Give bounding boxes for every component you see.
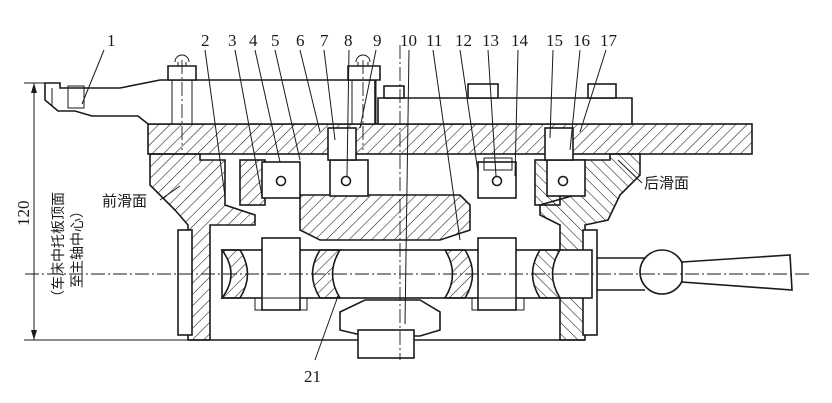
part-labels: 1 2 3 4 5 6 7 8 9 10 11 12 13 14 15 16 1… xyxy=(107,31,618,386)
housing-body xyxy=(44,79,753,341)
bottom-nut xyxy=(339,45,441,360)
part-label-4: 4 xyxy=(249,31,258,50)
part-label-13: 13 xyxy=(482,31,499,50)
part-label-7: 7 xyxy=(320,31,329,50)
part-label-3: 3 xyxy=(228,31,237,50)
eccentric-blocks xyxy=(261,127,586,199)
handle-lever xyxy=(597,249,793,295)
part-label-15: 15 xyxy=(546,31,563,50)
part-label-2: 2 xyxy=(201,31,210,50)
part-label-14: 14 xyxy=(511,31,529,50)
dimension-note-line1: （车床中托板顶面 xyxy=(50,192,67,304)
part-label-8: 8 xyxy=(344,31,353,50)
part-label-6: 6 xyxy=(296,31,305,50)
part-label-5: 5 xyxy=(271,31,280,50)
part-label-16: 16 xyxy=(573,31,590,50)
part-label-21: 21 xyxy=(304,367,321,386)
part-label-17: 17 xyxy=(600,31,618,50)
part-label-10: 10 xyxy=(400,31,417,50)
dimension-value: 120 xyxy=(14,201,33,227)
dimension-note-line2: 至主轴中心） xyxy=(70,204,86,288)
dimension-120 xyxy=(24,82,190,341)
part-label-9: 9 xyxy=(373,31,382,50)
part-label-12: 12 xyxy=(455,31,472,50)
front-slide-label: 前滑面 xyxy=(102,192,147,210)
leader-lines xyxy=(81,49,607,361)
part-label-1: 1 xyxy=(107,31,116,50)
rear-slide-label: 后滑面 xyxy=(644,174,689,192)
part-label-11: 11 xyxy=(426,31,442,50)
main-shaft xyxy=(220,237,593,311)
